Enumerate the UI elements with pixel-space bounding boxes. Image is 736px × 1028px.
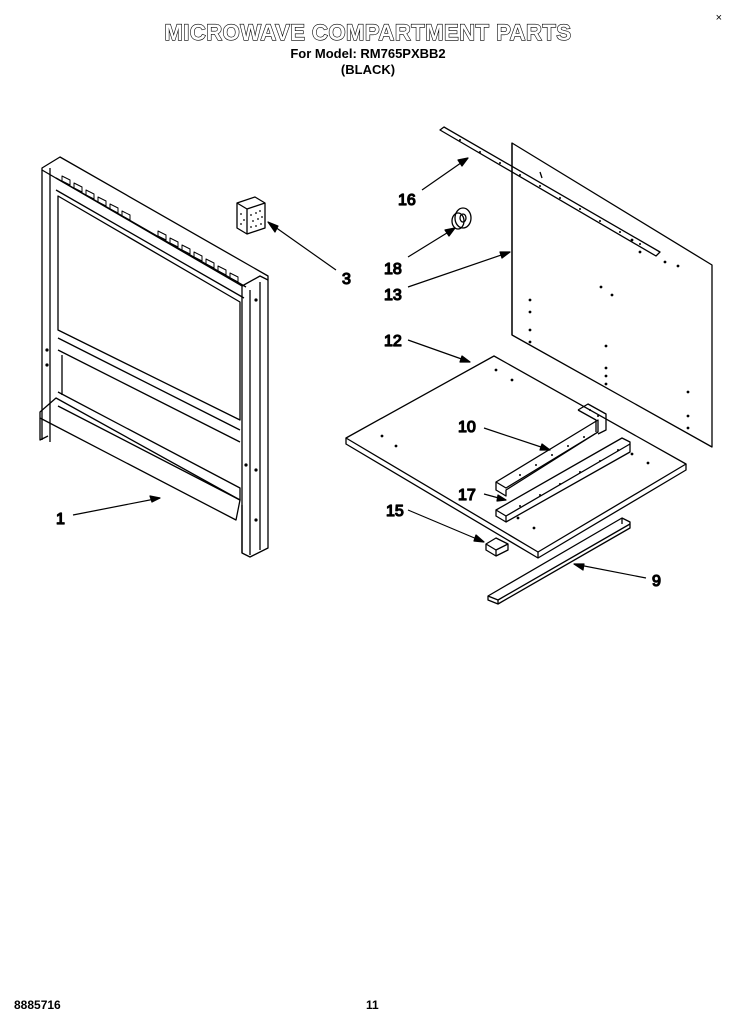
rail-part-10 bbox=[495, 403, 607, 497]
strip-part-16 bbox=[439, 126, 661, 257]
color-line: (BLACK) bbox=[340, 62, 396, 77]
back-panel-part-13 bbox=[511, 142, 713, 448]
callout-10: 10 bbox=[458, 419, 476, 436]
rail-part-17 bbox=[495, 437, 631, 523]
callout-13: 13 bbox=[384, 287, 402, 304]
callout-16: 16 bbox=[398, 192, 416, 209]
corner-mark: × bbox=[715, 12, 722, 24]
callout-12: 12 bbox=[384, 333, 402, 350]
callout-1: 1 bbox=[56, 511, 65, 528]
callout-18: 18 bbox=[384, 261, 402, 278]
front-frame-part bbox=[39, 156, 269, 558]
page-number: 11 bbox=[366, 998, 379, 1012]
model-line: For Model: RM765PXBB2 bbox=[290, 46, 446, 61]
doc-number: 8885716 bbox=[14, 998, 61, 1012]
callout-15: 15 bbox=[386, 503, 404, 520]
block-part-3 bbox=[236, 196, 266, 235]
clip-part-15 bbox=[485, 537, 509, 557]
trim-strip-part-9 bbox=[487, 517, 631, 605]
callout-9: 9 bbox=[652, 573, 661, 590]
grommet-part-18 bbox=[451, 207, 472, 230]
shelf-part-12 bbox=[345, 355, 687, 559]
callout-3: 3 bbox=[342, 271, 351, 288]
leader-lines bbox=[72, 157, 647, 579]
page-title: MICROWAVE COMPARTMENT PARTS bbox=[164, 19, 572, 45]
callout-17: 17 bbox=[458, 487, 476, 504]
